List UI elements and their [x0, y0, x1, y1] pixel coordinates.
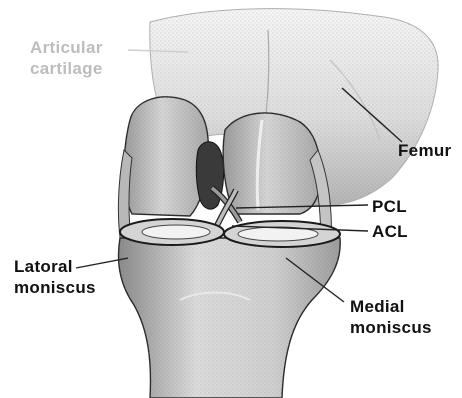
acl-label: ACL: [372, 221, 408, 242]
medial-meniscus-label-line-2: moniscus: [350, 317, 432, 338]
medial-meniscus-label-line-1: Medial: [350, 296, 432, 317]
lateral-meniscus: [120, 219, 224, 245]
lateral-femoral-condyle: [124, 97, 208, 216]
femur-label: Femur: [398, 140, 451, 161]
tibia-bone: [119, 238, 341, 398]
medial-meniscus: [224, 221, 340, 247]
articular-cartilage-label: Articular cartilage: [30, 37, 103, 79]
medial-femoral-condyle: [223, 113, 320, 214]
medial-meniscus-label: Medial moniscus: [350, 296, 432, 338]
intercondylar-notch: [196, 142, 223, 209]
articular-cartilage-label-line-1: Articular: [30, 37, 103, 58]
lateral-meniscus-label-line-2: moniscus: [14, 277, 96, 298]
pcl-label: PCL: [372, 196, 407, 217]
lateral-meniscus-label-line-1: Latoral: [14, 256, 96, 277]
lateral-meniscus-label: Latoral moniscus: [14, 256, 96, 298]
articular-cartilage-label-line-2: cartilage: [30, 58, 103, 79]
